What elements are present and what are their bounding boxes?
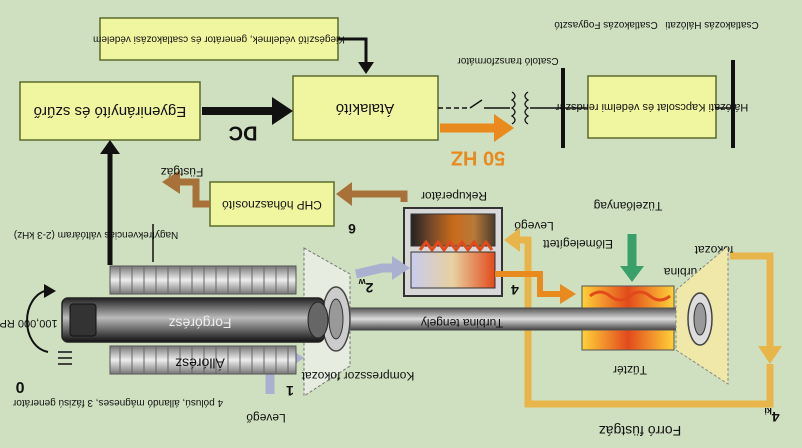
compressor-stage-text: Kompresszor fokozat xyxy=(301,369,414,383)
n2-sub: w xyxy=(358,277,367,287)
grid-protection-box: Hálózati Kapcsolat és védelmi rendszer xyxy=(555,75,748,139)
grid-protection-text: Hálózati Kapcsolat és védelmi rendszer xyxy=(555,101,748,113)
combustor xyxy=(581,285,675,351)
air-label-bottom: Levegő xyxy=(246,411,286,425)
compressor-wheel xyxy=(321,286,351,352)
generator-label: 4 pólusú, állandó mágneses, 3 fázisú gen… xyxy=(12,397,223,408)
n4-ki-sub: ki xyxy=(764,406,772,416)
rectifier-box: Egyenirányító és szűrő xyxy=(19,81,201,141)
n2-number: 2 xyxy=(365,280,373,296)
recuperator-label: Rekuperátor xyxy=(421,189,487,203)
preheated-air-arrow xyxy=(495,271,562,297)
fuel-arrow-head xyxy=(620,266,644,282)
rectifier-label: Egyenirányító és szűrő xyxy=(34,103,187,120)
transformer-icon xyxy=(510,91,530,125)
protection-arrow-head xyxy=(358,62,374,74)
rotor-label: Forgórész xyxy=(168,315,231,331)
n6-label: 6 xyxy=(348,221,356,237)
compressed-air-arrow-head xyxy=(392,256,410,280)
transformer-label: Csatoló transzformátor xyxy=(457,55,559,66)
n0-label: 0 xyxy=(15,378,24,395)
turbine-exhaust-arrow xyxy=(730,252,774,350)
preheated-label: Előmelegített xyxy=(542,237,613,251)
recup-to-chp-arrow xyxy=(350,190,408,202)
turbine-shaft xyxy=(339,307,711,331)
protection-label: Kiegészítő védelmek, generátor és csatla… xyxy=(93,33,345,44)
preheated-air-arrow-head xyxy=(560,284,576,304)
rpm-label: 100,000 RPM xyxy=(0,317,58,329)
n4-ki-number: 4 xyxy=(772,409,780,425)
chp-to-flue-arrow xyxy=(178,178,210,208)
turbine-wheel xyxy=(687,292,713,346)
recup-to-chp-arrow-head xyxy=(336,182,352,206)
n4-ki-label: 4ki xyxy=(764,406,779,425)
flue-gas-label: Füstgáz xyxy=(161,165,204,179)
fuel-label: Tüzelőanyag xyxy=(594,199,663,213)
dc-arrow-head xyxy=(272,97,293,125)
recuperator xyxy=(403,207,503,297)
rotation-arrow-icon xyxy=(26,289,49,353)
rotation-arrow-head-icon xyxy=(44,284,56,298)
high-freq-label: Nagyfrekvenciás váltóáram (2-3 kHz) xyxy=(14,229,179,240)
consumer-connection-label: Csatlakozás Fogyasztó xyxy=(554,19,658,30)
air-label-top: Levegő xyxy=(514,219,554,233)
chp-label: CHP hőhasznosító xyxy=(222,198,322,212)
n1-label: 1 xyxy=(286,383,294,399)
n2-label: 2w xyxy=(358,277,374,296)
protection-box: Kiegészítő védelmek, generátor és csatla… xyxy=(93,17,345,61)
protection-arrow xyxy=(338,37,368,64)
hz-arrow-head xyxy=(494,114,514,142)
grid-protection-label: Hálózati Kapcsolat és védelmi rendszer xyxy=(555,101,748,113)
stator-label: Állórész xyxy=(175,355,225,371)
hz-label: 50 HZ xyxy=(451,147,505,169)
turbine-exhaust-arrow-head xyxy=(758,346,782,364)
hot-flue-gas-loop xyxy=(520,236,774,408)
chp-to-flue-arrow-head xyxy=(162,170,180,194)
hot-flue-gas-arrow-head xyxy=(504,228,520,252)
switch-icon xyxy=(469,99,483,109)
compressed-air-arrow xyxy=(354,263,396,279)
converter-label: Átalakító xyxy=(336,100,394,117)
gen-to-rectifier-arrow-head xyxy=(100,140,120,154)
grid-connection-label: Csatlakozás Hálózati xyxy=(665,19,758,30)
ground-lines-icon xyxy=(58,351,72,365)
combustor-label: Tűztér xyxy=(613,363,647,377)
generator xyxy=(61,265,329,375)
hot-flue-gas-label: Forró füstgáz xyxy=(599,423,681,439)
compressor-stage-label: Kompresszor fokozat xyxy=(301,369,414,383)
turbine-shaft-label: Turbina tengely xyxy=(421,316,503,330)
n4-label: 4 xyxy=(511,282,519,298)
chp-box: CHP hőhasznosító xyxy=(209,181,335,227)
converter-box: Átalakító xyxy=(292,75,439,141)
dc-label: DC xyxy=(229,122,258,144)
